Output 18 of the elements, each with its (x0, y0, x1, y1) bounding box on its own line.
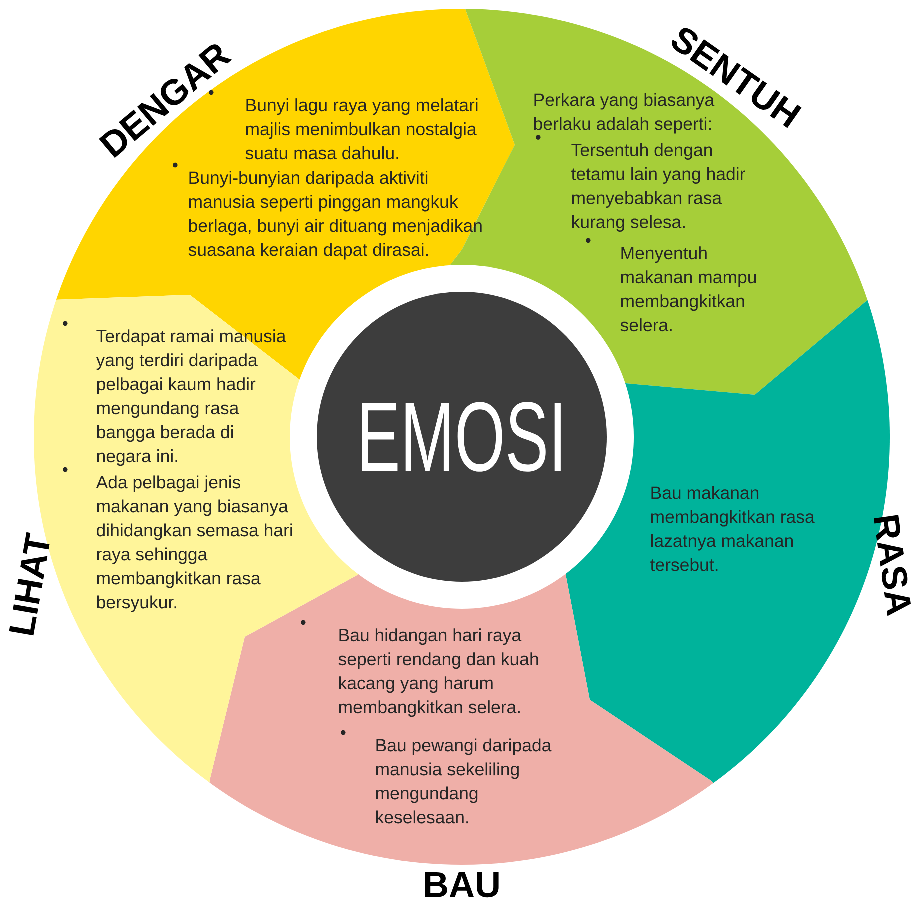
bullet: • (300, 620, 306, 626)
sector-heading: BAU (425, 872, 499, 898)
sector-heading: RASA (874, 515, 911, 616)
body-text: Bau makanan membangkitkan rasa lazatnya makanan tersebut. (650, 486, 815, 572)
list-item: Bunyi-bunyian daripada aktiviti manusia seperti pinggan mangkuk berlaga, bunyi air dituang menjadikan suasana keraian dapat dirasai. (188, 171, 482, 260)
list-item: Menyentuh makanan mampu membangkitkan selera. (620, 246, 756, 332)
bullet: • (340, 730, 346, 736)
list-item: Bunyi lagu raya yang melatari majlis menimbulkan nostalgia suatu masa dahulu. (246, 98, 478, 160)
list-item: Bau hidangan hari raya seperti rendang dan kuah kacang yang harum membangkitkan selera. (338, 628, 538, 718)
sector-heading: LIHAT (9, 532, 50, 636)
bullet: • (172, 162, 178, 168)
list-item: Tersentuh dengan tetamu lain yang hadir menyebabkan rasa kurang selesa. (572, 143, 746, 232)
list-item: Ada pelbagai jenis makanan yang biasanya dihidangkan semasa hari raya sehingga membangkitkan rasa bersyukur. (96, 476, 292, 612)
bullet: • (62, 321, 68, 326)
bullet: • (586, 238, 591, 244)
bullet: • (536, 135, 541, 140)
list-item: Bau pewangi daripada manusia sekeliling mengundang keselesaan. (376, 738, 552, 824)
bullet: • (62, 467, 68, 472)
